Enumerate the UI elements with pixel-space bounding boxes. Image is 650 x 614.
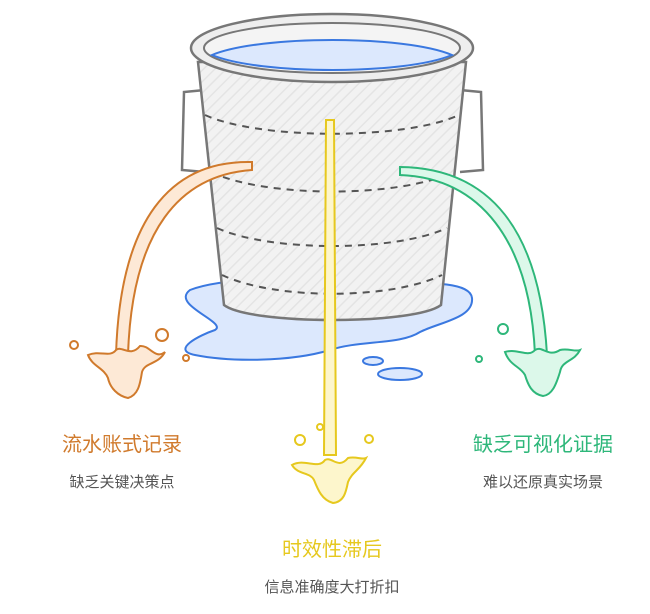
leak-stream-yellow [290, 119, 374, 505]
item-subtitle-yellow: 信息准确度大打折扣 [264, 578, 400, 596]
puddle-drop [362, 356, 384, 366]
leak-stream-orange [69, 160, 253, 400]
bucket-water [209, 39, 455, 71]
bucket-handle-right [459, 88, 485, 174]
puddle-drop [377, 367, 423, 381]
item-subtitle-green: 难以还原真实场景 [482, 473, 604, 491]
item-subtitle-orange: 缺乏关键决策点 [69, 473, 175, 491]
item-title-yellow: 时效性滞后 [282, 537, 382, 561]
item-title-orange: 流水账式记录 [62, 432, 182, 456]
leak-stream-green [399, 165, 583, 398]
bucket-handle-left [180, 88, 206, 174]
item-title-green: 缺乏可视化证据 [473, 432, 613, 456]
